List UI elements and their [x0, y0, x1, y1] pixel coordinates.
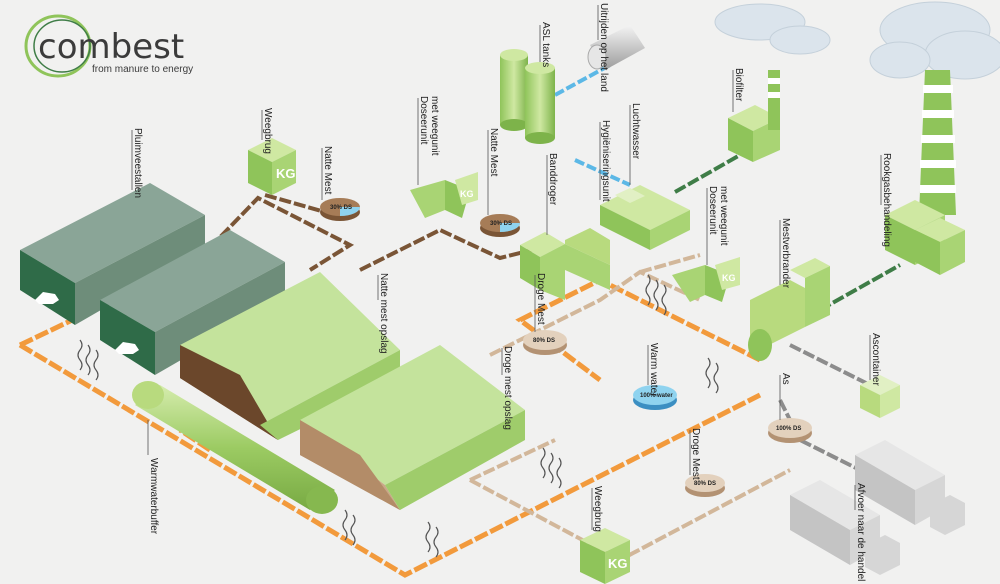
dosing-unit-2: KG — [672, 257, 740, 302]
label-pluimveestallen: Pluimveestallen — [132, 128, 143, 198]
weighbridge-bottom: KG — [580, 528, 630, 584]
label-warm-water: Warm water — [648, 343, 659, 397]
brand-name: combest — [38, 27, 184, 67]
label-droge-mest-1: Droge Mest — [535, 273, 546, 325]
smoke-clouds — [714, 1, 1000, 80]
svg-text:100% water: 100% water — [640, 393, 673, 399]
labels: Pluimveestallen Weegbrug Natte Mest Dose… — [132, 3, 892, 581]
kg-label: KG — [460, 189, 474, 199]
label-biofilter: Biofilter — [733, 68, 744, 102]
label-as: As — [780, 373, 791, 385]
truck-bottom — [790, 480, 900, 575]
combest-logo: combest from manure to energy — [24, 14, 193, 78]
label-doseerunit-2-line2: met weegunit — [718, 186, 729, 246]
kg-label: KG — [276, 166, 296, 181]
svg-text:30% DS: 30% DS — [490, 221, 512, 227]
belt-dryer — [520, 228, 610, 300]
label-warmwaterbuffer: Warmwaterbuffer — [148, 458, 159, 535]
asl-tanks — [500, 49, 555, 144]
label-mestverbrander: Mestverbrander — [780, 218, 791, 289]
label-asl-tanks: ASL tanks — [540, 22, 551, 67]
label-weegbrug-top: Weegbrug — [262, 108, 273, 154]
label-natte-mest-1: Natte Mest — [322, 146, 333, 195]
liquid-lines — [554, 63, 631, 187]
kg-label: KG — [722, 273, 736, 283]
biofilter — [728, 70, 780, 162]
label-luchtwasser: Luchtwasser — [630, 103, 641, 160]
ash-container — [860, 375, 900, 418]
hygienisation-unit — [600, 185, 690, 250]
label-uitrijden: Uitrijden op het land — [598, 3, 609, 92]
label-natte-mest-2: Natte Mest — [488, 128, 499, 177]
svg-text:100% DS: 100% DS — [776, 426, 801, 432]
kg-label: KG — [608, 556, 628, 571]
label-hygieniseringsunit: Hygiëniseringsunit — [600, 120, 611, 202]
label-droge-mest-2: Droge Mest — [690, 428, 701, 480]
chicken-icon — [115, 342, 139, 354]
wet-manure-storage — [180, 272, 400, 440]
heat-waves — [77, 274, 719, 558]
dry-manure-storage — [300, 345, 525, 510]
badge-warm-water: 100% water — [633, 385, 677, 410]
svg-text:30% DS: 30% DS — [330, 205, 352, 211]
brand-tagline: from manure to energy — [92, 64, 193, 75]
badge-ash: 100% DS — [768, 418, 812, 443]
badge-dry-manure-2: 80% DS — [685, 474, 725, 497]
label-doseerunit-1-line1: Doseerunit — [418, 96, 429, 145]
manure-incinerator — [748, 258, 830, 361]
label-banddroger: Banddroger — [547, 153, 558, 206]
label-doseerunit-1-line2: met weegunit — [429, 96, 440, 156]
leader-lines — [131, 5, 882, 530]
flue-gas-stack — [885, 70, 965, 275]
exhaust-lines — [674, 153, 901, 312]
badge-wet-manure-1: 30% DS — [320, 198, 360, 221]
chicken-icon — [35, 292, 59, 304]
svg-text:80% DS: 80% DS — [694, 481, 716, 487]
label-weegbrug-bottom: Weegbrug — [592, 486, 603, 532]
label-natte-mest-opslag: Natte mest opslag — [378, 273, 389, 354]
label-rookgasbehandeling: Rookgasbehandeling — [881, 153, 892, 247]
spreader-tank — [587, 25, 645, 70]
label-afvoer: Afvoer naar de handel — [855, 483, 866, 581]
label-doseerunit-2-line1: Doseerunit — [707, 186, 718, 235]
weighbridge-top: KG — [248, 138, 296, 195]
badge-wet-manure-2: 30% DS — [480, 214, 520, 237]
dosing-unit-1: KG — [410, 172, 478, 218]
warm-water-buffer — [132, 381, 338, 514]
truck-top — [855, 440, 965, 535]
svg-text:80% DS: 80% DS — [533, 338, 555, 344]
label-ascontainer: Ascontainer — [870, 333, 881, 386]
label-droge-mest-opslag: Droge mest opslag — [502, 346, 513, 430]
badge-dry-manure-1: 80% DS — [523, 330, 567, 355]
